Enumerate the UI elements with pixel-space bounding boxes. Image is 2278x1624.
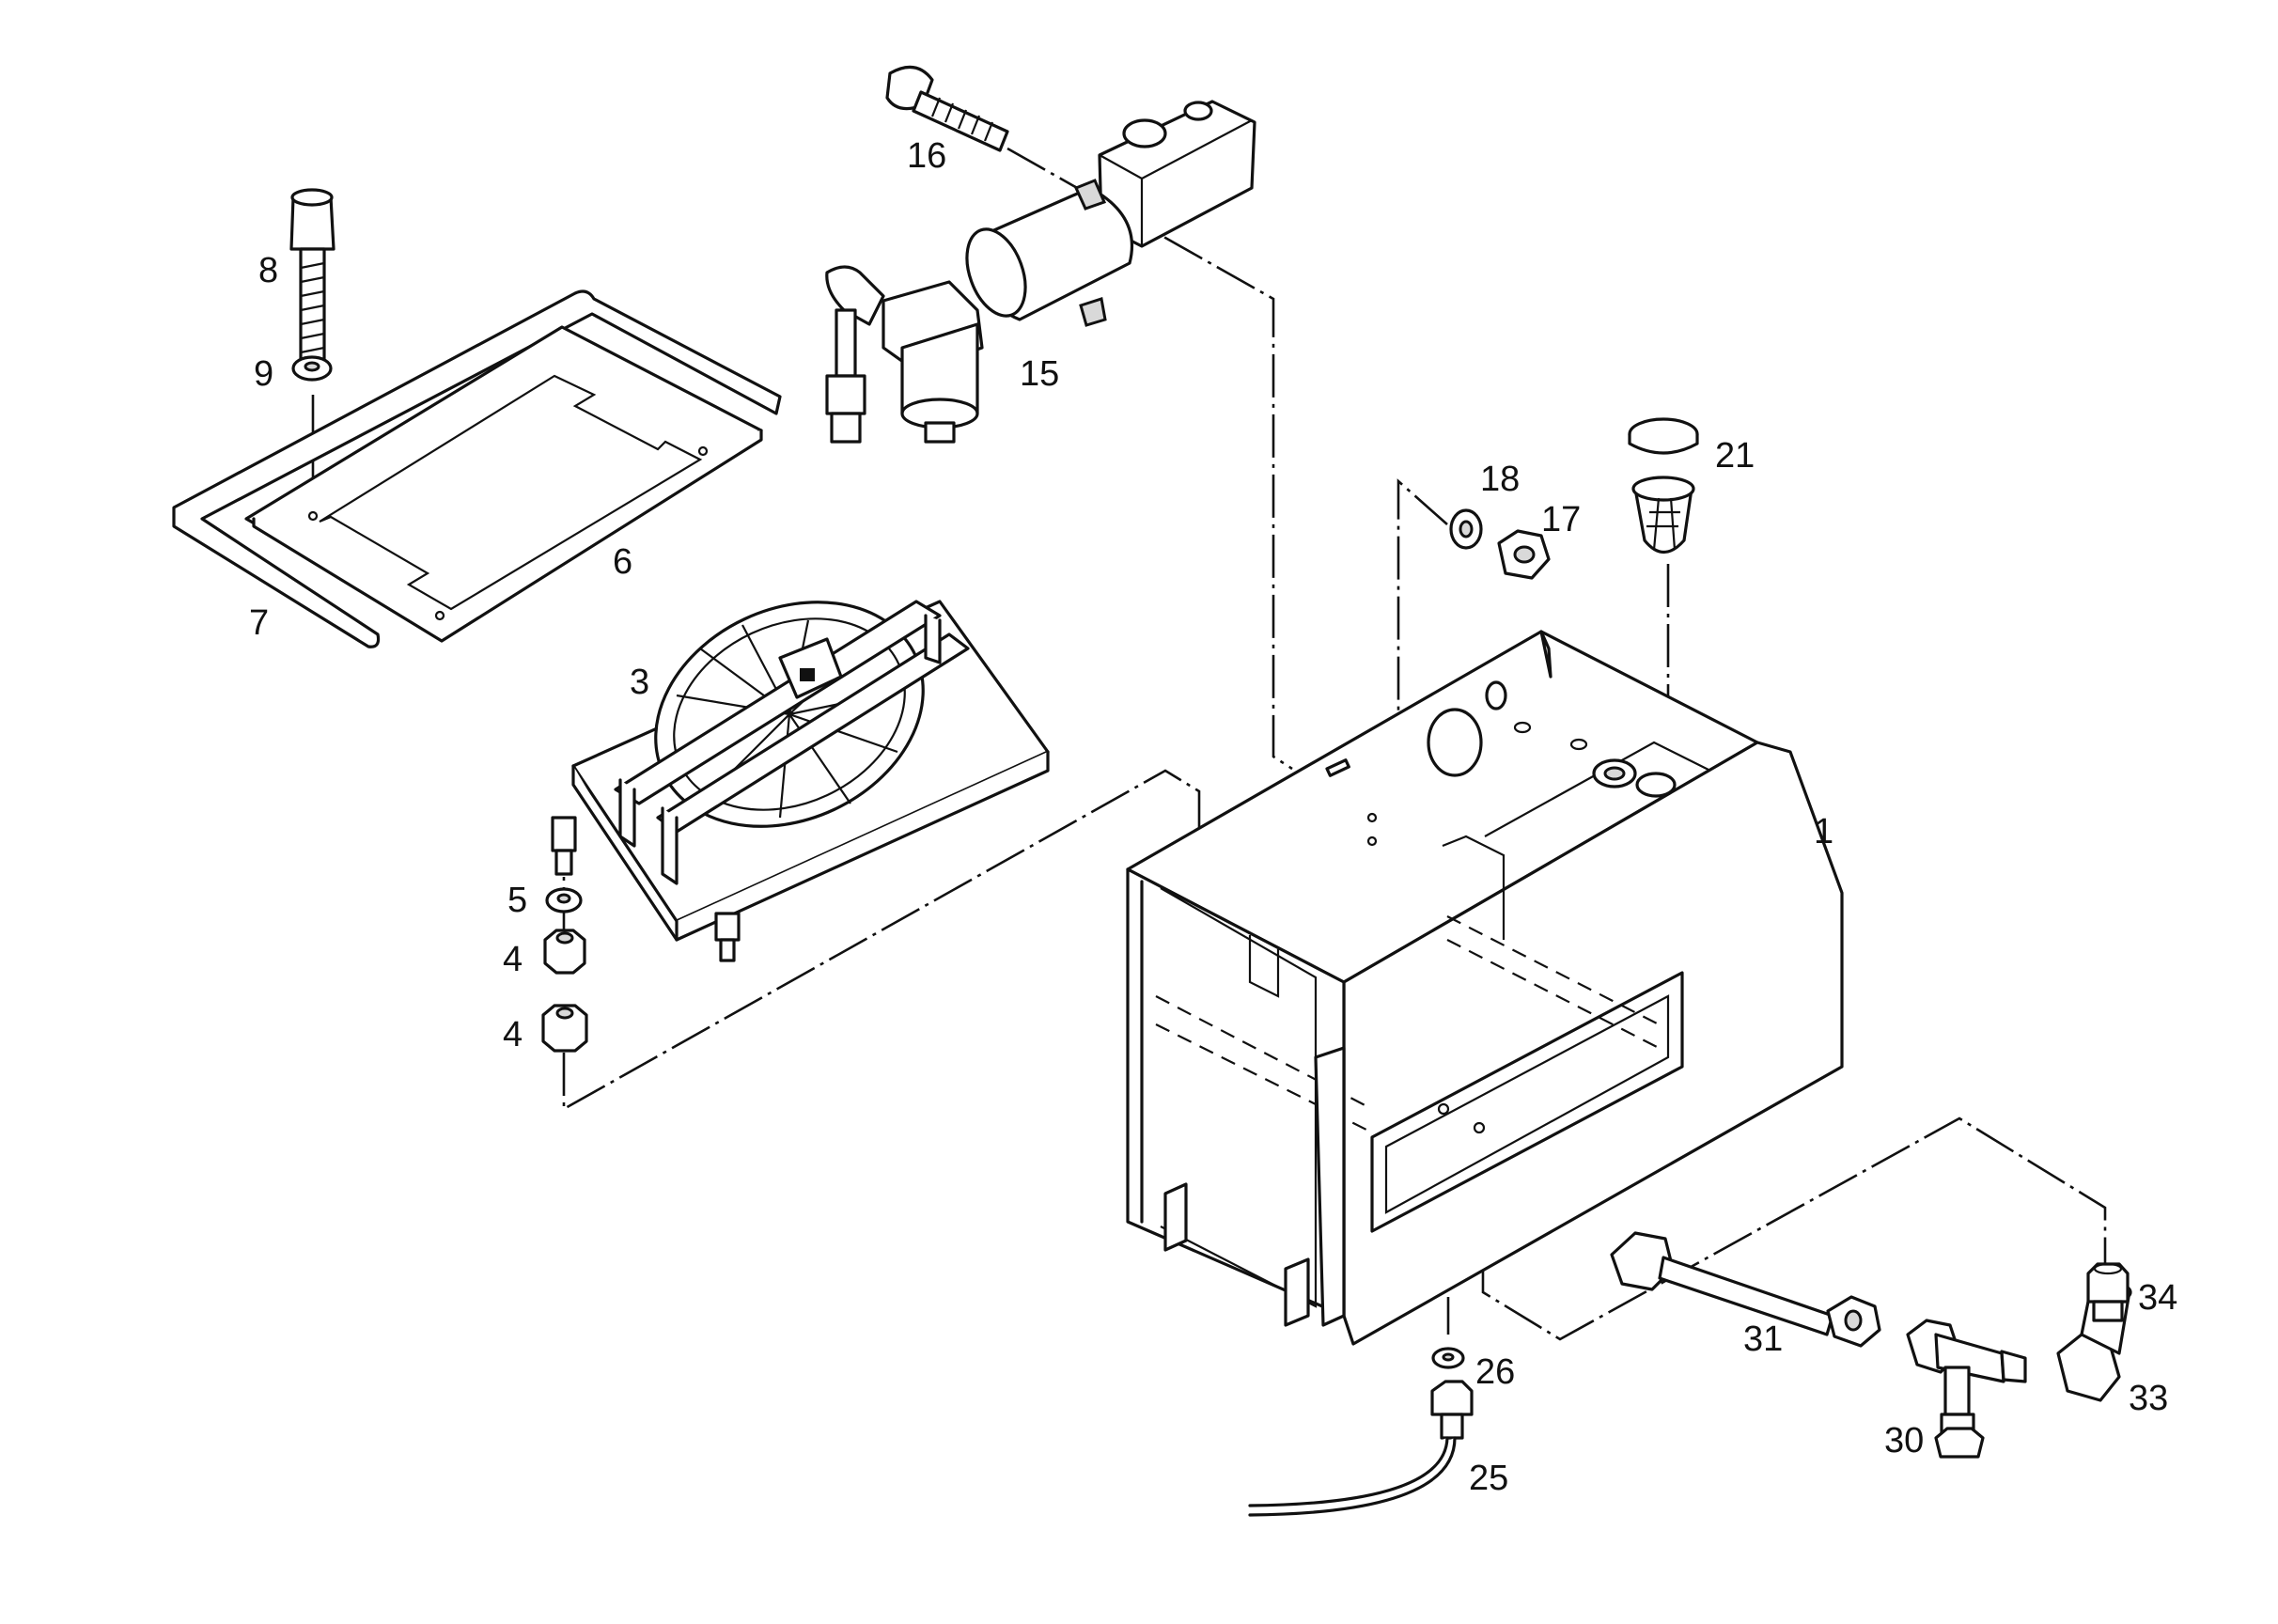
callout-labels: 1 3 4 4 5 6 7 8 9 15 16 17 18 21 25 26 3…	[249, 136, 2177, 1498]
part-21-filler-cap	[1628, 417, 1699, 455]
callout-6: 6	[613, 542, 632, 582]
callout-9: 9	[254, 354, 273, 394]
callout-26: 26	[1475, 1352, 1515, 1392]
callout-15: 15	[1020, 354, 1059, 394]
part-25-drain-line	[1248, 1380, 1474, 1517]
callout-7: 7	[249, 603, 269, 643]
callout-4-upper: 4	[503, 940, 523, 979]
callout-17: 17	[1541, 500, 1581, 539]
callout-3: 3	[630, 663, 649, 702]
callout-8: 8	[258, 251, 278, 290]
part-30-tee-fitting	[1906, 1319, 2027, 1459]
callout-31: 31	[1743, 1320, 1783, 1359]
callout-16: 16	[907, 136, 946, 176]
callout-1: 1	[1814, 812, 1833, 851]
part-1-tank-housing	[1126, 630, 1844, 1346]
part-21-strainer	[1631, 476, 1695, 554]
part-5-washer	[545, 887, 583, 914]
part-31-hose	[1610, 1231, 1881, 1348]
part-16-bolt	[885, 65, 1009, 152]
part-6-gasket-plate	[244, 325, 763, 643]
part-26-washer	[1431, 1347, 1465, 1369]
part-7-profile-strip	[172, 289, 782, 648]
callout-34: 34	[2138, 1278, 2177, 1318]
part-9-washer	[291, 355, 333, 382]
part-17-nut	[1497, 529, 1551, 580]
part-15-pump-filter-unit	[825, 100, 1256, 444]
part-18-washer	[1449, 508, 1483, 550]
callout-21: 21	[1715, 436, 1755, 476]
callout-18: 18	[1480, 460, 1520, 499]
part-8-bolt	[289, 188, 335, 373]
part-4-nut-lower	[541, 1004, 588, 1053]
part-4-nut-upper	[543, 929, 586, 975]
callout-5: 5	[507, 881, 527, 920]
callout-33: 33	[2129, 1379, 2168, 1418]
part-34-fitting	[2086, 1262, 2130, 1322]
callout-30: 30	[1884, 1421, 1924, 1460]
part-3-radiator-fan	[551, 600, 1050, 962]
callout-4-lower: 4	[503, 1015, 523, 1054]
callout-25: 25	[1469, 1459, 1508, 1498]
